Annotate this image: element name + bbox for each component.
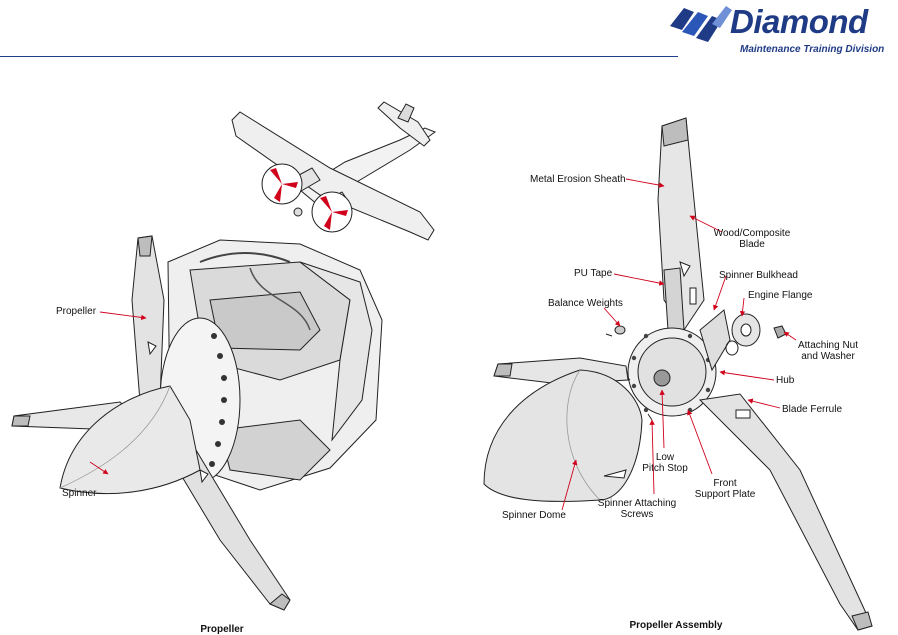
label-wood-composite-blade-line1: Wood/Composite	[713, 228, 791, 239]
aircraft-illustration	[231, 101, 437, 241]
label-spinner: Spinner	[62, 488, 97, 499]
label-blade-ferrule: Blade Ferrule	[782, 404, 843, 415]
label-engine-flange: Engine Flange	[748, 290, 813, 301]
division-name: Maintenance Training Division	[740, 44, 885, 55]
label-metal-erosion-sheath: Metal Erosion Sheath	[530, 174, 626, 185]
label-attaching-nut-line1: Attaching Nut	[797, 340, 859, 351]
label-hub: Hub	[776, 375, 795, 386]
label-wood-composite-blade-line2: Blade	[739, 239, 765, 250]
right-leaders	[561, 178, 797, 511]
label-front-support-plate-line2: Support Plate	[694, 489, 756, 500]
label-low-pitch-stop: Low Pitch Stop	[642, 452, 688, 474]
label-pu-tape: PU Tape	[574, 268, 613, 279]
label-front-support-plate: Front Support Plate	[695, 478, 756, 500]
left-propeller-illustration	[11, 235, 291, 611]
left-leaders	[89, 311, 147, 475]
lower-blade-illustration	[698, 393, 873, 631]
diamond-logo-stripes-icon	[670, 6, 732, 42]
label-attaching-nut-line2: and Washer	[801, 351, 855, 362]
label-front-support-plate-line1: Front	[713, 478, 737, 489]
label-spinner-dome: Spinner Dome	[502, 510, 566, 521]
label-spinner-attaching-screws: Spinner Attaching Screws	[598, 498, 676, 520]
label-spinner-attaching-screws-line1: Spinner Attaching	[597, 498, 677, 509]
label-attaching-nut-washer: Attaching Nut and Washer	[798, 340, 858, 362]
spinner-dome-illustration	[483, 369, 643, 502]
label-low-pitch-stop-line2: Pitch Stop	[642, 463, 688, 474]
label-wood-composite-blade: Wood/Composite Blade	[714, 228, 791, 250]
diamond-logo: Diamond Maintenance Training Division	[668, 0, 898, 66]
label-balance-weights: Balance Weights	[548, 298, 623, 309]
caption-propeller: Propeller	[200, 624, 244, 635]
label-low-pitch-stop-line1: Low	[655, 452, 675, 463]
brand-name: Diamond	[730, 3, 868, 40]
label-spinner-bulkhead: Spinner Bulkhead	[719, 270, 798, 281]
caption-propeller-assembly: Propeller Assembly	[629, 620, 723, 631]
label-propeller: Propeller	[56, 306, 97, 317]
header-rule	[0, 56, 678, 57]
upper-blade-illustration	[657, 117, 705, 331]
label-spinner-attaching-screws-line2: Screws	[620, 509, 654, 520]
hub-illustration	[605, 309, 787, 421]
engine-illustration	[159, 239, 383, 491]
